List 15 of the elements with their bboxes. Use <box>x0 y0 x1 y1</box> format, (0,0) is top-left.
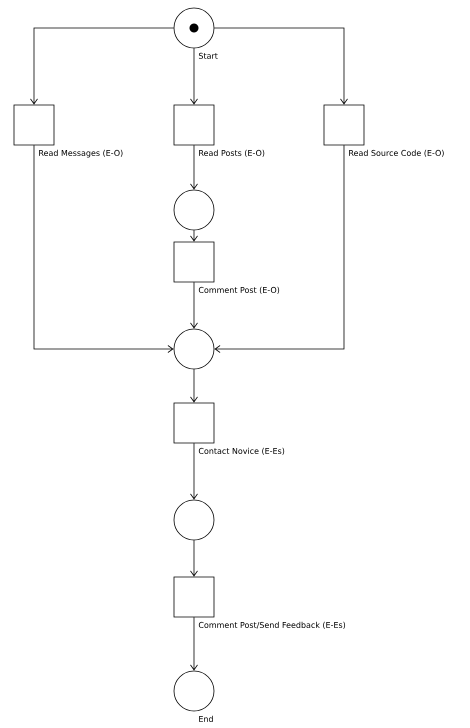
arrow <box>190 540 198 577</box>
place-circle <box>174 190 214 230</box>
arrow <box>190 48 198 105</box>
arrow <box>214 28 348 105</box>
arrow <box>190 230 198 242</box>
place-circle <box>174 328 214 370</box>
arrow <box>190 369 198 403</box>
arrow <box>190 145 198 190</box>
place-circle <box>174 500 214 540</box>
arrow <box>190 617 198 671</box>
arrow <box>34 145 174 353</box>
arrow <box>190 282 198 329</box>
arrow <box>30 28 174 105</box>
arrow <box>214 145 344 353</box>
arrow <box>190 443 198 500</box>
